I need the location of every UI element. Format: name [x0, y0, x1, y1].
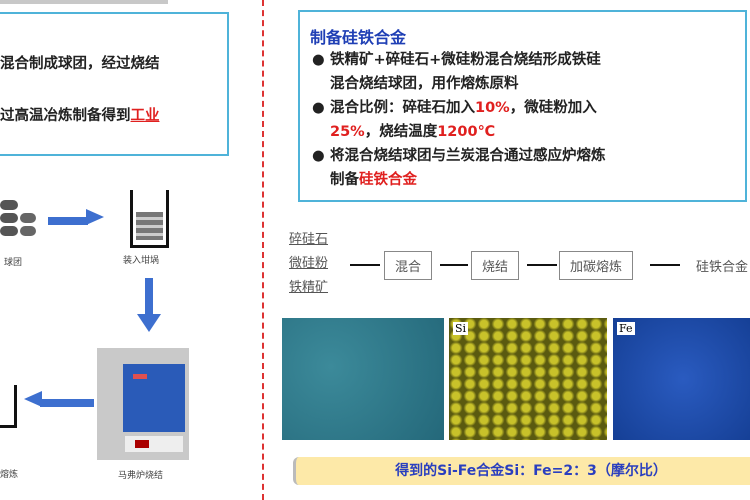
sem-image [282, 318, 444, 440]
b3a: 将混合烧结球团与兰炭混合通过感应炉熔炼 [330, 148, 606, 164]
flow-arrow [650, 264, 680, 266]
smelt-caption: 熔炼 [0, 470, 19, 480]
flow-step-smelt: 加碳熔炼 [559, 251, 634, 280]
bullet-3: ●将混合烧结球团与兰炭混合通过感应炉熔炼 [312, 148, 606, 164]
bullet-2: ●混合比例：碎硅石加入10%，微硅粉加入 [312, 100, 597, 116]
arrow-right-icon [48, 209, 104, 225]
b2a: 混合比例：碎硅石加入 [330, 100, 475, 116]
bullet-1-line2: 混合烧结球团，用作熔炼原料 [330, 76, 519, 92]
crucible-icon [130, 190, 169, 248]
bullet-3-line2: 制备硅铁合金 [312, 168, 606, 192]
flow-step-sinter: 烧结 [471, 251, 520, 280]
bullet-list: ●铁精矿+碎硅石+微硅粉混合烧结形成铁硅 混合烧结球团，用作熔炼原料 ●混合比例… [312, 48, 606, 192]
left-line2: 过高温冶炼制备得到工业 [0, 104, 160, 125]
flow-output: 硅铁合金 [696, 260, 749, 275]
left-line2-highlight: 工业 [130, 108, 160, 124]
bullet-2-line2: 25%，烧结温度1200℃ [312, 120, 606, 144]
furnace-caption: 马弗炉烧结 [118, 471, 164, 481]
si-label: Si [453, 322, 469, 335]
bullet-1: ●铁精矿+碎硅石+微硅粉混合烧结形成铁硅 [312, 52, 601, 68]
top-bar [0, 0, 168, 4]
crucible-caption: 装入坩埚 [123, 256, 160, 266]
flow-input: 碎硅石 [289, 232, 329, 247]
flow-arrow [350, 264, 380, 266]
smelt-crucible-icon [0, 385, 17, 428]
right-text-box [298, 10, 747, 202]
fe-map-image: Fe [613, 318, 750, 440]
bullet-1-line1: 铁精矿+碎硅石+微硅粉混合烧结形成铁硅 [330, 52, 601, 68]
left-text-box [0, 12, 229, 156]
muffle-furnace-icon [97, 348, 189, 460]
b2d: 25% [330, 124, 365, 140]
pellets-caption: 球团 [4, 258, 23, 268]
flow-input: 微硅粉 [289, 256, 329, 271]
arrow-down-icon [137, 278, 161, 332]
fe-label: Fe [617, 322, 635, 335]
b2e: ，烧结温度 [364, 124, 438, 140]
flow-inputs: 碎硅石 微硅粉 铁精矿 [289, 228, 328, 300]
left-line1: 混合制成球团，经过烧结 [0, 56, 160, 72]
result-banner: 得到的Si-Fe合金Si：Fe=2：3（摩尔比） [293, 457, 750, 485]
flow-arrow [440, 264, 468, 266]
flow-input: 铁精矿 [289, 280, 329, 295]
arrow-left-icon [24, 391, 94, 407]
b2b: 10% [475, 100, 510, 116]
b3b: 制备 [330, 172, 359, 188]
b3c: 硅铁合金 [359, 172, 417, 188]
flow-step-mix: 混合 [384, 251, 433, 280]
flow-arrow [527, 264, 557, 266]
dashed-divider [262, 0, 264, 500]
b2f: 1200℃ [437, 124, 496, 140]
section-title: 制备硅铁合金 [310, 28, 407, 47]
b2c: ，微硅粉加入 [509, 100, 597, 116]
left-line2-text: 过高温冶炼制备得到 [0, 108, 131, 124]
si-map-image: Si [449, 318, 607, 440]
pellets-icon [0, 195, 40, 240]
